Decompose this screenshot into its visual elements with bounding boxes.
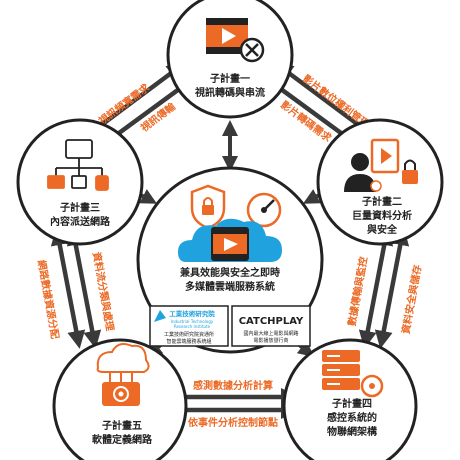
gauge-icon: [246, 192, 282, 228]
label-event-control: 依事件分析控制節點: [188, 416, 278, 429]
sp5-title: 子計畫五: [102, 419, 142, 432]
itri-name: 工業技術研究院: [169, 309, 215, 318]
label-sensing-analysis: 感測數據分析計算: [193, 379, 273, 392]
circle-sp4: [282, 338, 418, 460]
label-transmission-monitoring: 數據傳輸與監控: [345, 256, 370, 327]
shield-lock-icon: [190, 184, 226, 230]
catchplay-caption-1: 國內最大線上電影與網路: [243, 330, 298, 337]
center-title-line1: 兼具效能與安全之即時: [180, 266, 280, 279]
arrow-sp3-sp5-inner: [66, 227, 102, 349]
label-resource-allocation: 網路數據資源分配: [35, 259, 62, 340]
itri-en-2: Research Institute: [174, 324, 211, 329]
label-flow-classification: 資料流分類與處理: [90, 251, 117, 332]
network-devices-icon: [47, 139, 109, 191]
center-title-line2: 多媒體雲端服務系統: [185, 280, 275, 293]
itri-caption-1: 工業技術研究院資通所: [164, 331, 214, 338]
sp2-subtitle: 巨量資料分析: [352, 209, 412, 222]
label-data-security-storage: 資料安全與儲存: [399, 264, 424, 335]
itri-logo-box: 工業技術研究院 Industrial Technology Research I…: [149, 305, 229, 347]
cloud-router-icon: [96, 343, 150, 406]
pair-arrows: [50, 62, 410, 419]
sp1-subtitle: 視訊轉碼與串流: [194, 86, 265, 99]
itri-caption-2: 智能雲端服務系統組: [166, 338, 211, 345]
sp4-subtitle: 感控系統的: [327, 411, 377, 424]
sp2-subtitle-2: 與安全: [367, 223, 398, 236]
sp5-subtitle: 軟體定義網路: [92, 433, 153, 446]
user-video-lock-icon: [344, 138, 418, 192]
sp1-title: 子計畫一: [210, 72, 250, 85]
circle-sp1: [166, 0, 294, 119]
server-rack-icon: [322, 350, 384, 398]
catchplay-logo: CATCHPLAY: [239, 316, 304, 327]
video-settings-icon: [206, 18, 265, 63]
catchplay-caption-2: 電影播放發行商: [253, 337, 288, 344]
sp4-subtitle-2: 物聯網架構: [327, 425, 377, 438]
sp3-title: 子計畫三: [60, 201, 100, 214]
arrow-sp2-sp4-inner: [358, 227, 394, 349]
video-play-icon: [211, 227, 249, 261]
sp3-subtitle: 內容派送網路: [50, 215, 111, 228]
sp2-title: 子計畫二: [362, 195, 402, 208]
sp4-title: 子計畫四: [332, 397, 372, 410]
catchplay-logo-box: CATCHPLAY 國內最大線上電影與網路 電影播放發行商: [231, 305, 311, 347]
itri-en-1: Industrial Technology: [171, 319, 214, 324]
